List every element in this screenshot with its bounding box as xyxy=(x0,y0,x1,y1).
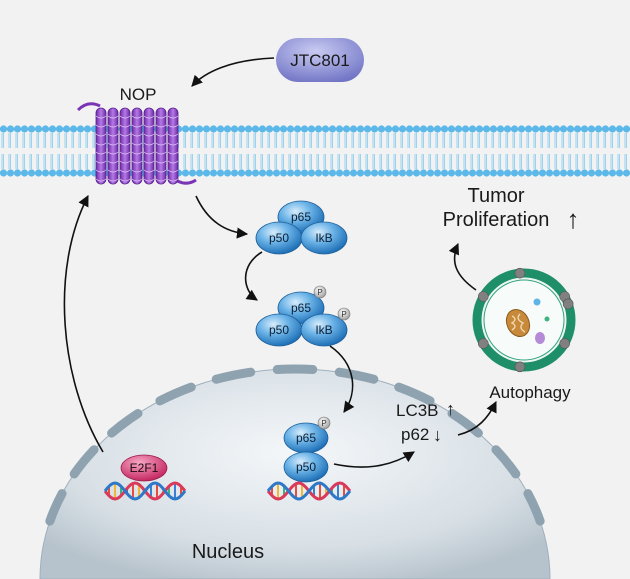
vesicle-purple xyxy=(535,332,545,344)
p62-down-arrow: ↓ xyxy=(433,425,442,445)
nuclear-p50: p50 xyxy=(296,460,316,474)
complex2-ikb: IkB xyxy=(315,323,332,337)
outcome-up-arrow: ↑ xyxy=(567,204,580,234)
phospho-p65 xyxy=(313,285,327,299)
complex2-p50: p50 xyxy=(269,323,289,337)
drug-label: JTC801 xyxy=(290,51,350,70)
outcome-line1: Tumor xyxy=(467,185,524,207)
complex1-ikb: IkB xyxy=(315,231,332,245)
vesicle-green xyxy=(544,316,550,322)
outcome-line2: Proliferation xyxy=(443,209,550,231)
phospho-p65-label: P xyxy=(317,288,322,297)
e2f1-to-receptor-arrow xyxy=(63,195,104,453)
autophagy-label: Autophagy xyxy=(489,383,571,402)
autophagosome xyxy=(472,267,576,373)
lc3b-label: LC3B xyxy=(396,401,439,420)
receptor-label: NOP xyxy=(120,85,157,104)
phospho-ikb xyxy=(337,307,351,321)
complex1-p50: p50 xyxy=(269,231,289,245)
dna-helix-nfkb xyxy=(266,481,352,501)
nfkb-complex-2: p65 p50 IkB P P xyxy=(255,285,351,347)
cell-membrane xyxy=(0,125,630,177)
nuclear-translocation-arrow xyxy=(329,345,355,413)
phospho-nuclear-label: P xyxy=(321,419,326,428)
nuclear-p65: p65 xyxy=(296,431,316,445)
e2f1-label: E2F1 xyxy=(130,461,159,475)
markers-to-autophagy-arrow xyxy=(457,400,497,436)
dna-helix-e2f1 xyxy=(103,481,187,501)
receptor-to-complex-arrow xyxy=(195,195,249,239)
complex2-p65: p65 xyxy=(291,301,311,315)
nfkb-to-markers-arrow xyxy=(333,451,415,468)
complex1-p65: p65 xyxy=(291,210,311,224)
nfkb-nuclear-complex: p65 p50 P xyxy=(283,416,331,483)
nucleus-label: Nucleus xyxy=(192,541,264,563)
complex-phosphorylation-arrow xyxy=(244,251,263,301)
lc3b-up-arrow: ↑ xyxy=(446,399,455,419)
p62-label: p62 xyxy=(401,425,429,444)
jtc801-drug: JTC801 xyxy=(276,38,364,82)
nop-receptor xyxy=(76,102,197,185)
mitochondrion xyxy=(505,308,531,338)
drug-to-receptor-arrow xyxy=(191,57,275,87)
phospho-nuclear xyxy=(317,416,331,430)
phospho-ikb-label: P xyxy=(341,310,346,319)
vesicle-blue xyxy=(533,298,541,306)
e2f1-factor: E2F1 xyxy=(120,454,168,482)
autophagy-to-proliferation-arrow xyxy=(448,242,477,291)
nfkb-complex-1: p65 p50 IkB xyxy=(255,200,348,255)
